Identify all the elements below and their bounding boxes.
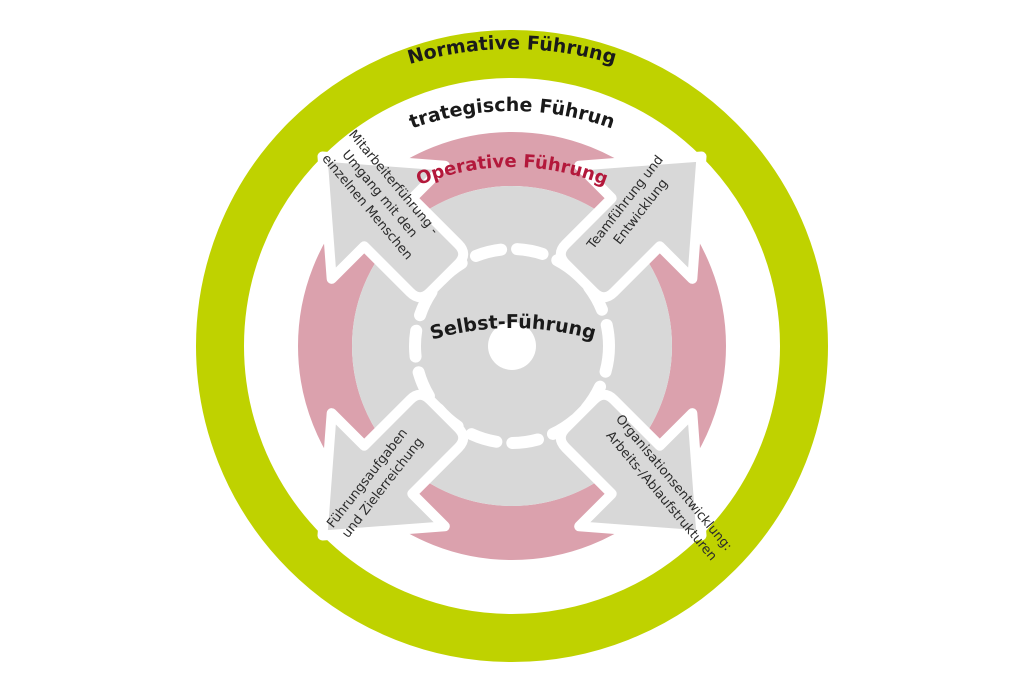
normative-ring [196,30,828,662]
arrow-top-left [317,151,469,303]
arrow-bottom-left [317,389,469,541]
arrow-bottom-right [555,389,707,541]
arrow-top-right [555,151,707,303]
operative-ring [298,132,726,560]
center-hole [488,322,536,370]
dashed-ring [409,243,615,449]
